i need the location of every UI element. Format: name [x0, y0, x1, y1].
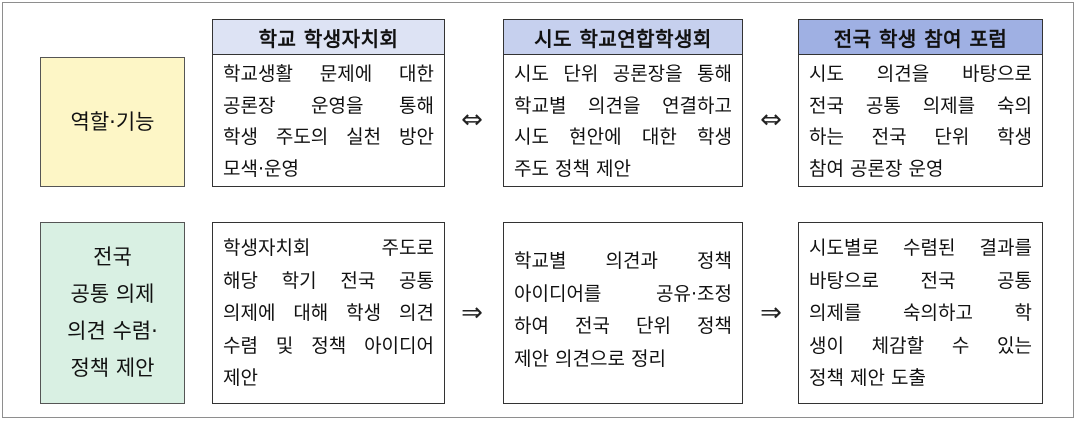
diagram-frame [2, 2, 1074, 418]
header-school-student-council: 학교 학생자치회 [212, 19, 445, 55]
text-line: 의제를 숙의하고 학 [809, 302, 1032, 324]
text-line: 공론장 운영을 통해 [223, 94, 434, 117]
right-arrow-icon: ⇒ [760, 298, 782, 328]
text-line: 제안 의견으로 정리 [514, 347, 666, 370]
text-line: 아이디어를 공유·조정 [514, 282, 732, 305]
text-line: 수렴 및 정책 아이디어 [223, 334, 434, 357]
text-line: 생이 체감할 수 있는 [809, 334, 1032, 357]
text-line: 전국 공통 의제를 숙의 [809, 94, 1032, 117]
bidirectional-arrow-icon: ⇔ [760, 105, 782, 135]
text-line: 해당 학기 전국 공통 [223, 269, 434, 292]
text-line: 정책 제안 도출 [809, 367, 926, 389]
text-line: 의제에 대해 학생 의견 [223, 302, 434, 324]
text-line: 학생 주도의 실천 방안 [223, 126, 434, 148]
agenda-box-regional: 학교별 의견과 정책 아이디어를 공유·조정 하여 전국 단위 정책 제안 의견… [503, 222, 743, 404]
text-line: 시도별로 수렴된 결과를 [809, 237, 1032, 259]
role-box-regional: 시도 단위 공론장을 통해 학교별 의견을 연결하고 시도 현안에 대한 학생 … [503, 54, 743, 187]
text-line: 학교별 의견을 연결하고 [514, 94, 732, 117]
row-label-line: 정책 제안 [70, 356, 155, 380]
row-label-line: 의견 수렴· [67, 319, 158, 343]
text-line: 하여 전국 단위 정책 [514, 315, 732, 337]
text-line: 참여 공론장 운영 [809, 157, 944, 180]
header-regional-student-union: 시도 학교연합학생회 [503, 19, 743, 55]
text-line: 하는 전국 단위 학생 [809, 126, 1032, 148]
bidirectional-arrow-icon: ⇔ [461, 105, 483, 135]
role-box-school: 학교생활 문제에 대한 공론장 운영을 통해 학생 주도의 실천 방안 모색·운… [212, 54, 445, 187]
right-arrow-icon: ⇒ [461, 298, 483, 328]
row-label-line: 공통 의제 [70, 282, 155, 306]
text-line: 시도 의견을 바탕으로 [809, 63, 1032, 85]
text-line: 학교별 의견과 정책 [514, 250, 732, 272]
row-label-line: 역할·기능 [70, 109, 155, 134]
text-line: 시도 현안에 대한 학생 [514, 126, 732, 148]
text-line: 시도 단위 공론장을 통해 [514, 63, 732, 85]
row-label-agenda-policy: 전국 공통 의제 의견 수렴· 정책 제안 [40, 222, 185, 404]
row-label-role-function: 역할·기능 [40, 57, 185, 187]
agenda-box-national: 시도별로 수렴된 결과를 바탕으로 전국 공통 의제를 숙의하고 학 생이 체감… [798, 222, 1043, 404]
agenda-box-school: 학생자치회 주도로 해당 학기 전국 공통 의제에 대해 학생 의견 수렴 및 … [212, 222, 445, 404]
text-line: 모색·운영 [223, 157, 299, 180]
role-box-national: 시도 의견을 바탕으로 전국 공통 의제를 숙의 하는 전국 단위 학생 참여 … [798, 54, 1043, 187]
text-line: 제안 [223, 367, 258, 389]
text-line: 학생자치회 주도로 [223, 237, 434, 259]
text-line: 바탕으로 전국 공통 [809, 269, 1032, 292]
text-line: 주도 정책 제안 [514, 157, 631, 180]
text-line: 학교생활 문제에 대한 [223, 63, 434, 85]
header-national-student-forum: 전국 학생 참여 포럼 [798, 19, 1043, 55]
row-label-line: 전국 [93, 245, 132, 269]
